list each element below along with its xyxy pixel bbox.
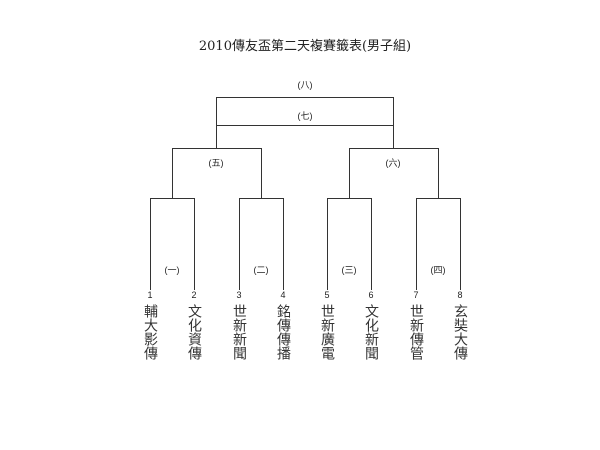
seed-number: 3 — [236, 290, 241, 300]
match-8-box — [216, 97, 394, 126]
semifinal-lines — [172, 125, 439, 198]
team-name: 世新廣電 — [319, 304, 335, 360]
seed-number: 7 — [413, 290, 418, 300]
match-3-label: (三) — [342, 265, 357, 275]
first-round-lines — [150, 198, 461, 290]
seed-number: 8 — [457, 290, 462, 300]
team-name: 銘傳傳播 — [275, 304, 291, 360]
seed-number: 6 — [368, 290, 373, 300]
match-5-label: (五) — [209, 158, 224, 168]
seed-number: 4 — [280, 290, 285, 300]
team-name: 輔大影傳 — [142, 304, 158, 360]
match-8-label: (八) — [298, 80, 313, 90]
match-2-label: (二) — [254, 265, 269, 275]
team-name: 文化新聞 — [363, 304, 379, 360]
team-name: 玄奘大傳 — [452, 304, 468, 360]
seed-number: 1 — [147, 290, 152, 300]
match-1-label: (一) — [165, 265, 180, 275]
seed-number: 5 — [324, 290, 329, 300]
team-name: 文化資傳 — [186, 304, 202, 360]
match-6-label: (六) — [386, 157, 401, 168]
seed-number: 2 — [191, 290, 196, 300]
match-4-label: (四) — [431, 265, 446, 275]
team-name: 世新傳管 — [408, 304, 424, 360]
page-title: 2010傳友盃第二天複賽籤表(男子組) — [199, 38, 411, 54]
match-7-label: (七) — [298, 111, 313, 121]
team-name: 世新新聞 — [231, 304, 247, 360]
